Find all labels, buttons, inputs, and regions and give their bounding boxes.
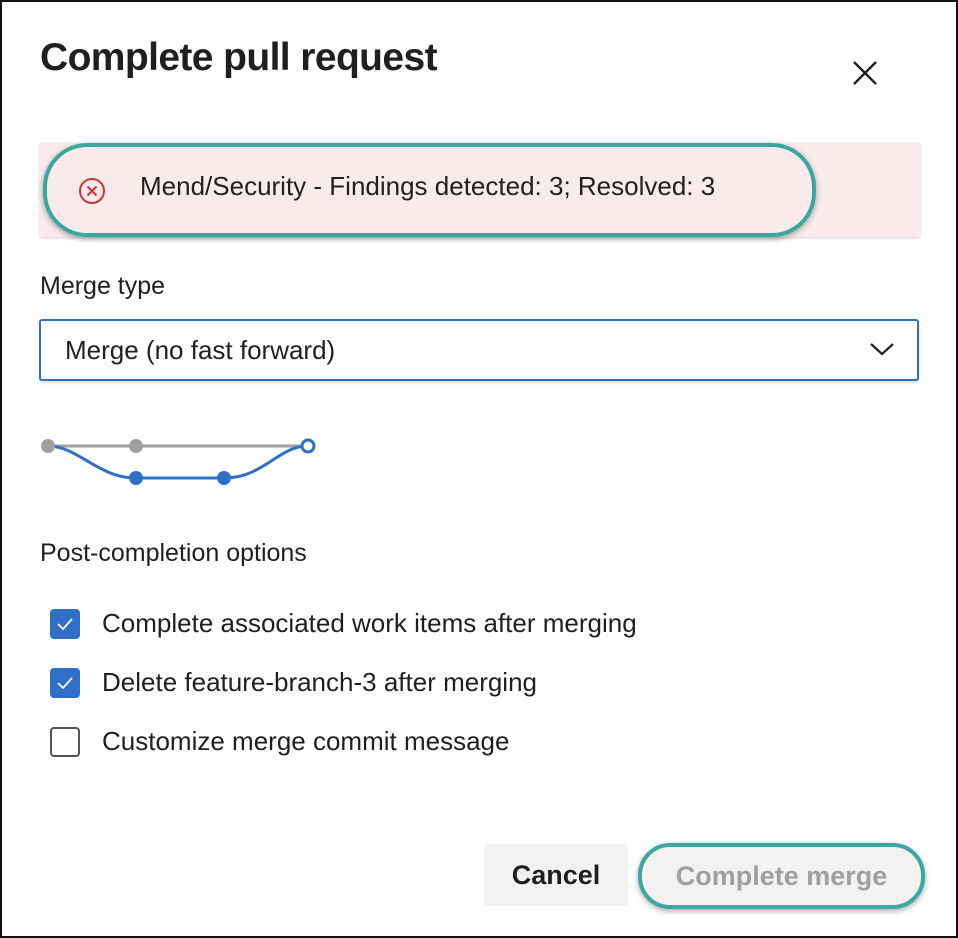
option-delete-branch[interactable]: Delete feature-branch-3 after merging [50,667,537,698]
option-label: Delete feature-branch-3 after merging [102,667,538,697]
option-complete-work-items[interactable]: Complete associated work items after mer… [50,608,637,639]
policy-status-banner: Mend/Security - Findings detected: 3; Re… [40,143,920,237]
checkbox-checked[interactable] [50,667,80,698]
option-label: Complete associated work items after mer… [102,608,637,638]
checkmark-icon [57,676,73,689]
banner-highlight-ring [43,143,816,237]
merge-type-label: Merge type [40,272,166,300]
error-circle-icon [79,178,105,204]
close-button[interactable] [848,56,882,90]
chevron-down-icon [870,343,894,356]
dialog-title: Complete pull request [40,36,438,79]
close-icon [853,61,877,85]
cancel-button[interactable]: Cancel [484,844,628,906]
merge-type-selected-value: Merge (no fast forward) [65,335,336,365]
checkbox-unchecked[interactable] [50,726,80,757]
banner-message: Mend/Security - Findings detected: 3; Re… [140,171,716,201]
checkmark-icon [57,617,73,630]
checkbox-checked[interactable] [50,608,80,639]
merge-diagram-illustration [41,438,316,485]
option-label: Customize merge commit message [102,726,510,756]
post-completion-label: Post-completion options [40,539,307,567]
option-customize-commit-message[interactable]: Customize merge commit message [50,726,509,757]
complete-merge-button[interactable]: Complete merge [670,860,894,893]
merge-type-dropdown[interactable]: Merge (no fast forward) [39,319,919,381]
complete-merge-highlight-ring: Complete merge [638,843,925,909]
